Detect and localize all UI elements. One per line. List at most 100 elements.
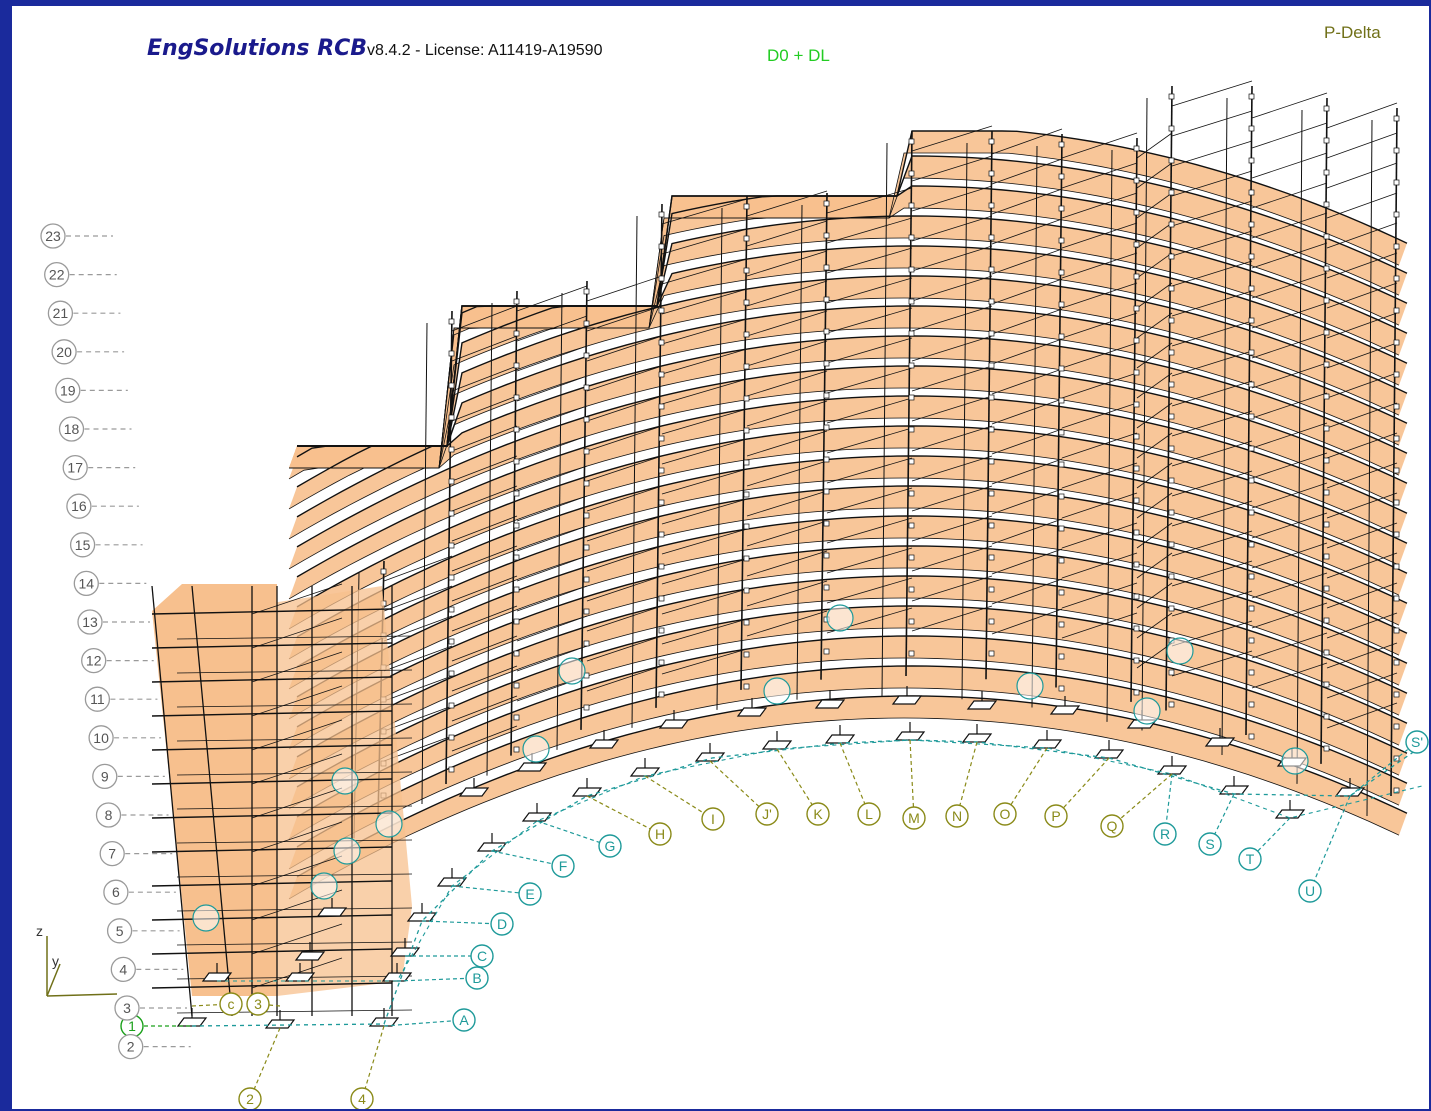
level-marker-14-text: 14 (79, 575, 95, 591)
grid-bubble-3-text: 3 (254, 996, 262, 1012)
level-marker-13: 13 (77, 609, 150, 635)
grid-bubble-k: K (806, 802, 830, 826)
grid-bubble-c-text: C (477, 948, 487, 964)
grid-bubble-e: E (518, 882, 542, 906)
low-block-wing (151, 583, 413, 1017)
grid-bubble-1-text: 1 (128, 1018, 136, 1034)
level-marker-2: 2 (118, 1033, 191, 1060)
license-text: v8.4.2 - License: A11419-A19590 (367, 42, 603, 59)
grid-bubble-b: B (465, 966, 489, 990)
level-marker-12-text: 12 (86, 653, 102, 669)
grid-bubble-i-text: I (711, 811, 715, 827)
level-marker-22: 22 (44, 261, 117, 288)
grid-bubble-c: C (470, 944, 494, 968)
level-marker-5: 5 (106, 918, 180, 944)
annotation-bubble (333, 837, 361, 865)
level-marker-17-text: 17 (67, 460, 83, 476)
grid-bubble-q-text: Q (1107, 818, 1118, 834)
level-marker-5-text: 5 (116, 923, 124, 939)
app-name: EngSolutions RCB (147, 36, 368, 61)
level-marker-3-text: 3 (123, 1000, 131, 1016)
grid-bubble-f: F (551, 854, 575, 878)
grid-bubble-s-text: S (1205, 836, 1214, 852)
grid-bubble-e-text: E (525, 886, 534, 902)
grid-bubble-r-text: R (1160, 826, 1170, 842)
grid-bubble-i: I (701, 807, 725, 831)
grid-bubble-2: 2 (238, 1087, 262, 1109)
level-marker-16: 16 (66, 493, 139, 519)
level-marker-9: 9 (92, 763, 165, 790)
annotation-bubble (1281, 747, 1309, 775)
analysis-mode-label: P-Delta (1324, 23, 1381, 42)
annotation-bubble (331, 767, 359, 795)
floor-slabs (289, 131, 1407, 899)
grid-bubble-o-text: O (1000, 806, 1011, 822)
level-marker-20-text: 20 (56, 344, 72, 360)
grid-bubble-r: R (1153, 822, 1177, 846)
grid-bubble-m-text: M (908, 810, 920, 826)
grid-bubble-l-text: L (865, 806, 873, 822)
axis-z-label: z (36, 923, 43, 939)
level-marker-11-text: 11 (90, 691, 105, 707)
level-marker-4-text: 4 (119, 961, 127, 977)
beam-lines (288, 130, 1408, 900)
grid-bubble-n-text: N (952, 808, 962, 824)
grid-bubble-m: M (902, 806, 926, 830)
annotation-bubble (558, 657, 586, 685)
grid-bubble-a-text: A (459, 1012, 469, 1028)
annotation-bubble (1166, 637, 1194, 665)
grid-bubble-p-text: P (1051, 808, 1060, 824)
grid-bubble-3: 3 (246, 992, 270, 1016)
level-marker-21: 21 (47, 300, 121, 326)
grid-bubble-c-text: c (228, 996, 235, 1012)
level-marker-6-text: 6 (112, 884, 120, 900)
annotation-bubble (763, 677, 791, 705)
level-marker-19: 19 (55, 377, 128, 404)
level-marker-7: 7 (99, 840, 173, 867)
brace-lines (383, 80, 1398, 762)
level-marker-18: 18 (58, 416, 132, 442)
grid-bubble-u: U (1298, 879, 1322, 903)
load-case-label: D0 + DL (767, 46, 830, 65)
grid-bubble-4: 4 (350, 1087, 374, 1109)
level-marker-15-text: 15 (75, 537, 91, 553)
annotation-bubble (192, 904, 220, 932)
grid-bubble-l: L (857, 802, 881, 826)
grid-bubble-f-text: F (559, 858, 568, 874)
grid-bubble-jp: J' (755, 802, 779, 826)
level-marker-11: 11 (84, 686, 158, 712)
annotation-bubble (826, 604, 854, 632)
grid-bubble-a: A (452, 1008, 476, 1032)
level-marker-17: 17 (62, 454, 136, 481)
grid-bubble-g: G (598, 834, 622, 858)
grid-bubble-h-text: H (655, 826, 665, 842)
grid-bubble-q: Q (1100, 814, 1124, 838)
grid-bubble-s: S (1198, 832, 1222, 856)
grid-bubble-jp-text: J' (762, 806, 772, 822)
level-marker-16-text: 16 (71, 498, 87, 514)
grid-bubble-n: N (945, 804, 969, 828)
grid-bubble-d-text: D (497, 916, 507, 932)
level-marker-13-text: 13 (82, 614, 98, 630)
annotation-bubble (310, 872, 338, 900)
annotation-bubble (1133, 697, 1161, 725)
level-marker-23: 23 (40, 223, 113, 249)
grid-bubble-h: H (648, 822, 672, 846)
level-marker-10-text: 10 (93, 730, 109, 746)
level-marker-10: 10 (88, 725, 162, 751)
axis-y-label: y (52, 953, 59, 969)
grid-bubble-c: c (219, 992, 243, 1016)
level-marker-20: 20 (51, 339, 125, 365)
level-marker-7-text: 7 (108, 846, 116, 862)
level-marker-19-text: 19 (60, 382, 76, 398)
level-marker-22-text: 22 (49, 267, 65, 283)
level-marker-14: 14 (73, 570, 147, 597)
grid-bubble-2-text: 2 (246, 1091, 254, 1107)
level-marker-18-text: 18 (64, 421, 80, 437)
annotation-bubble (522, 735, 550, 763)
level-marker-9-text: 9 (101, 768, 109, 784)
